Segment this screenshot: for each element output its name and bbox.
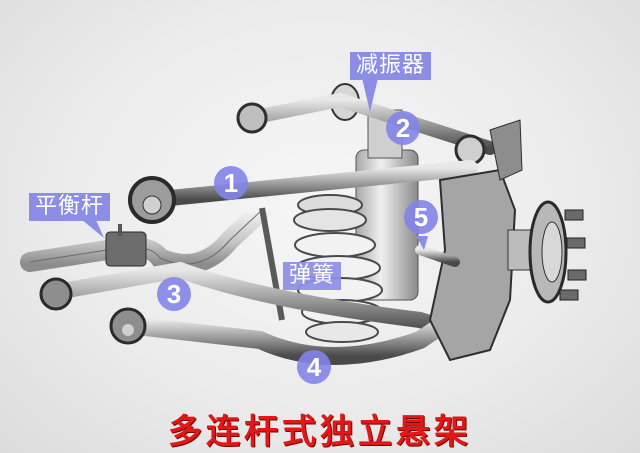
link-3-badge: 3 bbox=[157, 277, 191, 311]
link-1-badge: 1 bbox=[214, 166, 248, 200]
link-1-part bbox=[128, 160, 478, 224]
stabilizer-bar-label: 平衡杆 bbox=[29, 193, 111, 221]
link-4-badge: 4 bbox=[297, 350, 331, 384]
knuckle-part bbox=[428, 119, 539, 362]
link-5-badge: 5 bbox=[404, 200, 438, 234]
link-4-part bbox=[109, 307, 459, 365]
link-2-part bbox=[236, 92, 497, 166]
wheel-hub-part bbox=[528, 200, 587, 304]
shock-absorber-callout-tail bbox=[362, 78, 378, 112]
stabilizer-bar-part bbox=[20, 200, 272, 274]
shock-absorber-label: 减振器 bbox=[350, 52, 432, 80]
link-2-badge: 2 bbox=[386, 111, 420, 145]
diagram-title: 多连杆式独立悬架 bbox=[168, 412, 472, 452]
link-3-part bbox=[39, 261, 460, 338]
link-5-part bbox=[415, 245, 460, 267]
stabilizer-bar-callout-tail bbox=[82, 220, 104, 238]
link-5-badge-tail bbox=[416, 236, 428, 250]
spring-label: 弹簧 bbox=[283, 262, 342, 290]
